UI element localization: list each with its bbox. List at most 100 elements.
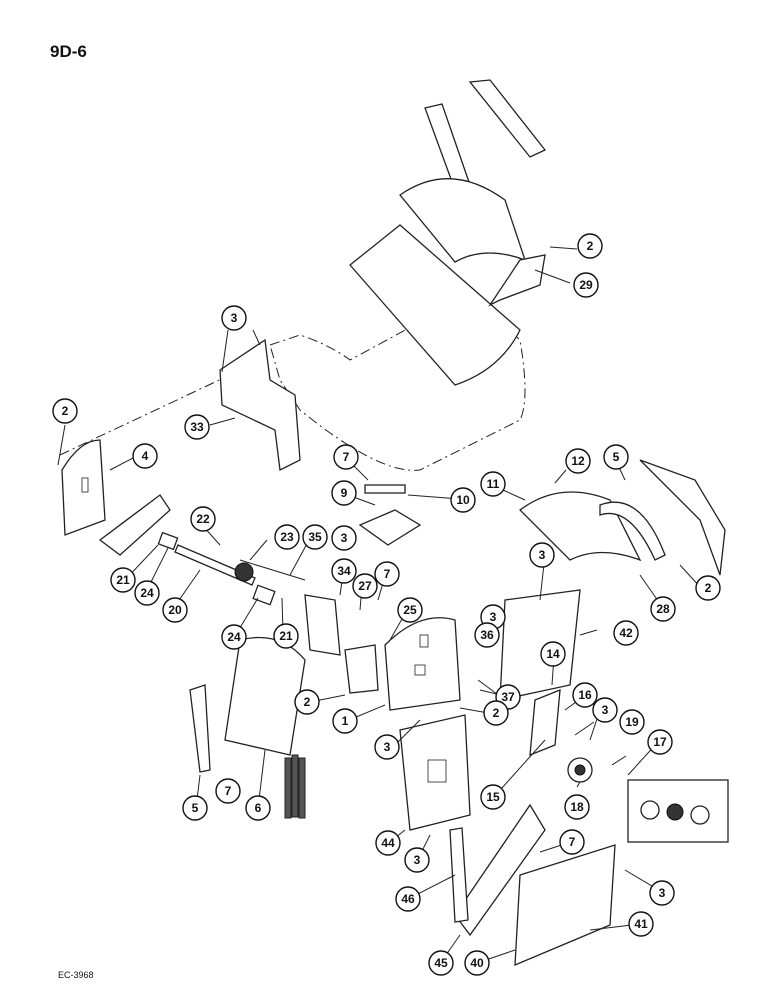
callout-3: 3: [221, 305, 247, 331]
svg-text:2: 2: [304, 695, 311, 709]
callout-1: 1: [332, 708, 358, 734]
svg-text:34: 34: [337, 564, 351, 578]
plate-15: [529, 689, 561, 756]
callout-24: 24: [134, 580, 160, 606]
callout-3: 3: [374, 734, 400, 760]
svg-text:1: 1: [342, 714, 349, 728]
callout-2: 2: [577, 233, 603, 259]
svg-text:2: 2: [493, 706, 500, 720]
callout-36: 36: [474, 622, 500, 648]
callout-24: 24: [221, 624, 247, 650]
callout-2: 2: [695, 575, 721, 601]
svg-text:7: 7: [225, 784, 232, 798]
inset-flange: [690, 805, 710, 825]
strip-5-left: [189, 684, 211, 773]
callout-3: 3: [649, 880, 675, 906]
svg-text:19: 19: [625, 715, 639, 729]
callout-25: 25: [397, 597, 423, 623]
svg-text:3: 3: [341, 531, 348, 545]
svg-text:11: 11: [487, 477, 500, 491]
housing-1: [384, 617, 461, 711]
part-34: [304, 594, 341, 656]
callout-7: 7: [374, 561, 400, 587]
figure-code: EC-3968: [58, 970, 94, 980]
svg-text:25: 25: [403, 603, 417, 617]
callout-17: 17: [647, 729, 673, 755]
plate-9: [358, 509, 422, 546]
callout-27: 27: [352, 573, 378, 599]
callout-21: 21: [273, 623, 299, 649]
svg-text:10: 10: [456, 493, 470, 507]
callout-6: 6: [245, 795, 271, 821]
callout-33: 33: [184, 414, 210, 440]
bundle: [284, 757, 292, 819]
slot: [81, 477, 89, 493]
right-panel: [639, 459, 726, 576]
svg-text:2: 2: [62, 404, 69, 418]
callout-12: 12: [565, 448, 591, 474]
svg-text:3: 3: [659, 886, 666, 900]
svg-text:4: 4: [142, 449, 149, 463]
svg-text:3: 3: [602, 703, 609, 717]
callout-16: 16: [572, 682, 598, 708]
svg-text:17: 17: [653, 735, 667, 749]
svg-text:14: 14: [546, 647, 560, 661]
callout-5: 5: [603, 444, 629, 470]
strip-5-right: [599, 501, 666, 561]
svg-text:46: 46: [401, 892, 415, 906]
sprocket-23: [234, 562, 254, 582]
rod-35: [239, 559, 306, 581]
callout-23: 23: [274, 524, 300, 550]
strip-10: [364, 484, 406, 494]
svg-text:33: 33: [190, 420, 204, 434]
svg-text:2: 2: [705, 581, 712, 595]
svg-text:7: 7: [569, 835, 576, 849]
callout-3: 3: [404, 847, 430, 873]
svg-text:16: 16: [578, 688, 592, 702]
slot: [427, 759, 447, 783]
callout-20: 20: [162, 597, 188, 623]
callout-34: 34: [331, 558, 357, 584]
svg-text:9: 9: [341, 486, 348, 500]
page-code: 9D-6: [50, 42, 87, 61]
svg-text:22: 22: [196, 512, 210, 526]
svg-text:29: 29: [579, 278, 593, 292]
svg-text:5: 5: [613, 450, 620, 464]
callout-7: 7: [215, 778, 241, 804]
svg-text:18: 18: [570, 800, 584, 814]
panel-33: [219, 338, 301, 471]
callout-44: 44: [375, 830, 401, 856]
svg-text:36: 36: [480, 628, 494, 642]
callout-3: 3: [331, 525, 357, 551]
callout-5: 5: [182, 795, 208, 821]
callout-19: 19: [619, 709, 645, 735]
svg-text:21: 21: [279, 629, 293, 643]
svg-text:20: 20: [168, 603, 182, 617]
svg-text:7: 7: [343, 450, 350, 464]
svg-text:27: 27: [358, 579, 372, 593]
svg-text:24: 24: [140, 586, 154, 600]
svg-text:45: 45: [434, 956, 448, 970]
svg-text:2: 2: [587, 239, 594, 253]
strip-46: [449, 827, 469, 923]
panel-42: [499, 589, 581, 701]
svg-text:3: 3: [539, 548, 546, 562]
shield-6: [224, 636, 306, 756]
curved-shield-lower: [349, 224, 521, 386]
callout-7: 7: [333, 444, 359, 470]
bracket-arm: [98, 494, 171, 556]
svg-text:6: 6: [255, 801, 262, 815]
slot: [414, 664, 426, 676]
callout-10: 10: [450, 487, 476, 513]
bracket-29: [488, 254, 546, 307]
svg-text:3: 3: [414, 853, 421, 867]
callout-28: 28: [650, 596, 676, 622]
callout-9: 9: [331, 480, 357, 506]
top-rail-right: [468, 79, 547, 158]
callout-35: 35: [302, 524, 328, 550]
svg-text:37: 37: [501, 690, 515, 704]
callout-2: 2: [52, 398, 78, 424]
callout-41: 41: [628, 911, 654, 937]
bearing-center: [574, 764, 586, 776]
svg-text:41: 41: [634, 917, 648, 931]
